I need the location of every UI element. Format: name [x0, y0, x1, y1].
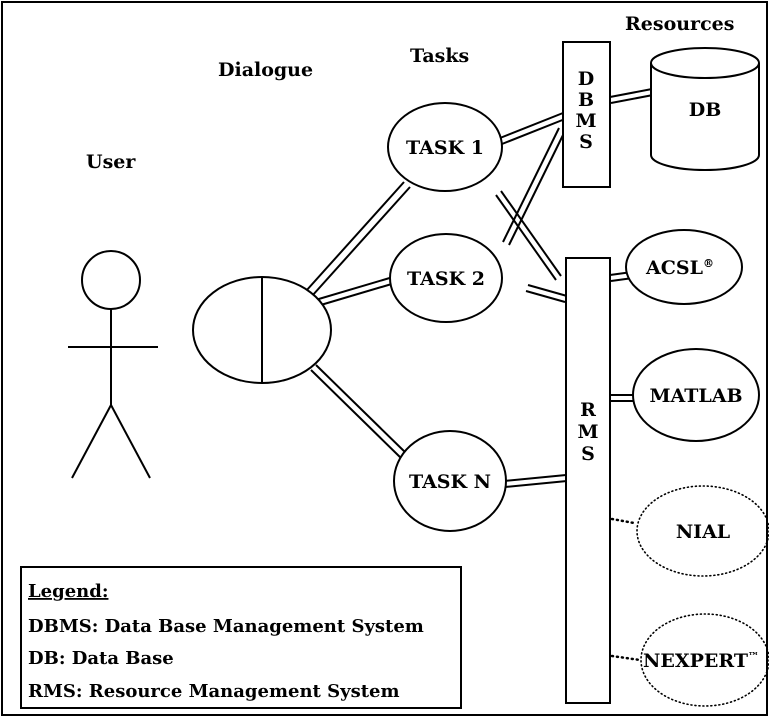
dialogue-heading: Dialogue: [218, 59, 313, 81]
dbms-letter: M: [575, 110, 596, 132]
task-node-2: TASK 2: [389, 233, 503, 323]
connector-taskn-rms: [503, 474, 568, 488]
connector-rms-matlab: [610, 394, 634, 402]
connector-task1-rms: [495, 190, 562, 281]
legend-box: [20, 566, 462, 709]
dotted-connectors: [610, 517, 642, 662]
task-label-n: TASK N: [409, 471, 491, 493]
legend-item-db: DB: Data Base: [28, 648, 174, 669]
rms-letter: M: [577, 421, 598, 443]
resource-node-matlab: MATLAB: [632, 348, 760, 442]
connector-dialogue-task1: [305, 181, 411, 297]
user-figure: [68, 250, 158, 479]
resource-node-nial: NIAL: [636, 485, 769, 577]
legend-item-dbms: DBMS: Data Base Management System: [28, 616, 424, 637]
connector-rms-nial: [610, 517, 636, 525]
task-node-1: TASK 1: [387, 102, 503, 192]
resource-name-acsl: ACSL: [645, 257, 703, 279]
task-node-n: TASK N: [393, 430, 507, 532]
user-head: [81, 250, 141, 310]
connector-rms-nexpert: [610, 654, 642, 662]
connector-task2-dbms: [502, 127, 566, 246]
task-label-2: TASK 2: [407, 268, 485, 290]
connector-task1-dbms: [499, 112, 566, 145]
legend-title: Legend:: [28, 581, 108, 602]
resource-label-acsl: ACSL®: [645, 257, 714, 279]
resource-label-matlab: MATLAB: [649, 385, 742, 407]
db-label: DB: [689, 99, 722, 121]
rms-letter: S: [581, 443, 595, 465]
resources-heading: Resources: [625, 13, 734, 35]
dialogue-node: [192, 276, 332, 384]
resource-name-nexpert: NEXPERT: [643, 650, 748, 672]
trademark-mark: ™: [748, 650, 759, 663]
connector-task2-rms: [525, 284, 568, 303]
resource-node-nexpert: NEXPERT™: [640, 613, 769, 707]
resource-node-acsl: ACSL®: [625, 229, 743, 305]
dbms-letter: B: [578, 89, 594, 111]
legend: Legend: DBMS: Data Base Management Syste…: [20, 566, 462, 709]
user-heading: User: [86, 151, 136, 173]
connector-dialogue-taskn: [310, 364, 409, 461]
connector-dialogue-task2: [311, 276, 396, 308]
dbms-letter: D: [578, 68, 594, 90]
task-label-1: TASK 1: [406, 137, 484, 159]
connectors: [305, 88, 654, 488]
user-right-leg: [110, 404, 151, 479]
registered-mark: ®: [703, 257, 714, 270]
db-cylinder: DB: [650, 47, 760, 171]
resource-label-nial: NIAL: [676, 521, 730, 543]
tasks-heading: Tasks: [410, 45, 469, 67]
resource-label-nexpert: NEXPERT™: [643, 650, 759, 672]
connector-dbms-db: [609, 88, 654, 104]
dbms-letter: S: [579, 131, 593, 153]
rms-letter: R: [580, 399, 596, 421]
legend-item-rms: RMS: Resource Management System: [28, 681, 400, 702]
user-left-leg: [71, 404, 112, 479]
